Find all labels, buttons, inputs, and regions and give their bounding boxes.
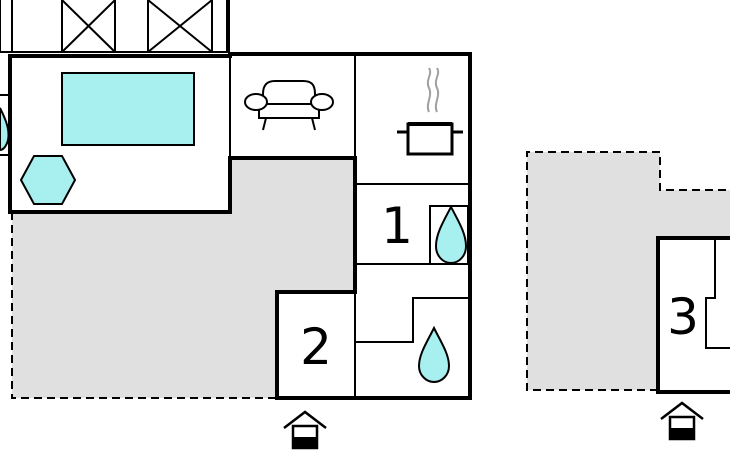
house-right-outline <box>656 236 730 394</box>
water-drop-icon <box>0 107 10 152</box>
terrace-right <box>526 151 730 391</box>
room-label-3: 3 <box>667 288 699 346</box>
room-label-2: 2 <box>300 318 332 376</box>
sofa-icon <box>244 80 334 131</box>
pool-icon <box>61 72 195 146</box>
top-strip <box>0 0 230 53</box>
hexagon-hot-tub-icon <box>19 155 77 205</box>
entrance-icon <box>283 410 327 450</box>
water-drop-icon <box>434 204 468 265</box>
entrance-icon <box>660 401 704 441</box>
water-drop-icon <box>417 325 451 384</box>
cooking-pot-icon <box>397 67 463 156</box>
interior-walls <box>229 54 470 398</box>
terrace-left <box>11 158 355 399</box>
room-label-1: 1 <box>381 197 413 255</box>
